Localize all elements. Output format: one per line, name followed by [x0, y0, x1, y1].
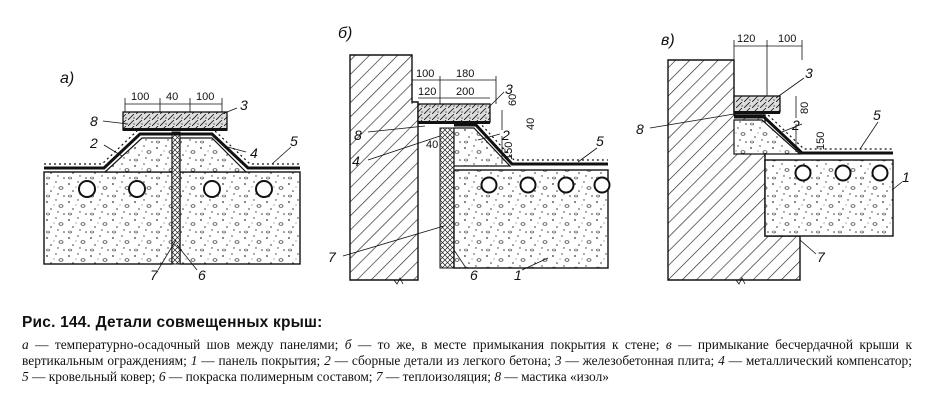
- dim-b-7: 150: [503, 142, 515, 160]
- roofing-layer-c: [734, 115, 893, 155]
- break-mark: [735, 277, 746, 285]
- legend-key: 3: [554, 353, 562, 368]
- legend-key: 7: [375, 369, 383, 384]
- dim-b-6: 40: [525, 118, 537, 130]
- num-c-5: 5: [873, 107, 881, 123]
- legend-text: — покраска полимерным составом;: [165, 369, 376, 384]
- legend-key: б: [344, 337, 352, 352]
- leaders-c: [649, 77, 903, 255]
- legend-key: 4: [718, 353, 725, 368]
- num-a-3: 3: [240, 97, 248, 113]
- hollow-cores-a: [78, 180, 273, 198]
- leaders-a: [102, 107, 292, 271]
- num-b-3: 3: [505, 81, 513, 97]
- num-b-5: 5: [596, 133, 604, 149]
- dim-c-4: 150: [815, 132, 827, 150]
- dim-c-1: 120: [737, 33, 755, 45]
- roof-details-drawing: а) 100 40 100: [43, 25, 910, 285]
- legend-text: — то же, в месте примыкания покрытия к с…: [351, 337, 666, 352]
- dim-c-3: 80: [799, 102, 811, 114]
- num-a-8: 8: [90, 113, 98, 129]
- num-a-7: 7: [150, 267, 159, 283]
- legend-text: — примыкание бесчердачной крыши к вертик…: [22, 337, 912, 368]
- dim-a-1: 100: [131, 91, 149, 103]
- legend-text: — температурно-осадочный шов между панел…: [28, 337, 345, 352]
- roof-panel-left: [43, 171, 173, 265]
- leaders-b: [342, 91, 598, 271]
- break-mark: [393, 277, 404, 285]
- roof-panel-right: [179, 171, 301, 265]
- figure-caption: Рис. 144. Детали совмещенных крыш: а — т…: [22, 314, 912, 385]
- panel-letter-b: б): [338, 25, 352, 42]
- reinforced-slab-c: [733, 95, 781, 113]
- num-c-8: 8: [636, 121, 644, 137]
- legend-key: 2: [324, 353, 331, 368]
- dims-c: [733, 40, 803, 152]
- num-b-8: 8: [354, 127, 362, 143]
- legend-key: 6: [158, 369, 166, 384]
- legend-key: 1: [190, 353, 198, 368]
- seam-insulation: [171, 131, 181, 265]
- panel-letter-a: а): [60, 70, 74, 87]
- num-b-40: 40: [426, 139, 438, 151]
- dim-a-3: 100: [196, 91, 214, 103]
- legend-key: а: [22, 337, 29, 352]
- legend-key: 5: [22, 369, 29, 384]
- lightweight-concrete-part: [179, 137, 248, 173]
- wall-b: [349, 54, 419, 281]
- num-b-2: 2: [501, 127, 510, 143]
- num-c-2: 2: [791, 117, 800, 133]
- legend-text: — теплоизоляция;: [382, 369, 495, 384]
- caption-body: а — температурно-осадочный шов между пан…: [22, 337, 912, 385]
- dim-b-4: 200: [456, 86, 474, 98]
- dim-b-5: 60: [507, 94, 519, 106]
- roofing-layer-b: [454, 123, 608, 166]
- mastic-b: [418, 121, 490, 124]
- num-c-3: 3: [805, 65, 813, 81]
- dims-b: [411, 76, 503, 164]
- num-c-1: 1: [902, 169, 910, 185]
- legend-text: — панель покрытия;: [197, 353, 325, 368]
- mastic-a: [123, 128, 227, 131]
- roofing-layer-a: [44, 132, 300, 170]
- num-a-4: 4: [250, 145, 258, 161]
- reinforced-slab-a: [122, 111, 228, 131]
- num-b-6: 6: [470, 267, 478, 283]
- detail-c: в) 120 100 80 150 3 8 2: [636, 32, 910, 285]
- lightweight-concrete-b: [453, 127, 512, 167]
- legend-text: — металлический компенсатор;: [724, 353, 912, 368]
- legend-text: — мастика «изол»: [501, 369, 609, 384]
- dim-b-3: 120: [418, 86, 436, 98]
- legend-key: 8: [494, 369, 502, 384]
- dim-c-2: 100: [778, 33, 796, 45]
- panel-letter-c: в): [661, 32, 675, 49]
- dims-a: [124, 98, 223, 112]
- dim-b-1: 100: [416, 68, 434, 80]
- caption-title: Рис. 144. Детали совмещенных крыш:: [22, 314, 323, 331]
- num-a-2: 2: [89, 135, 98, 151]
- detail-a: а) 100 40 100: [43, 70, 301, 283]
- num-a-5: 5: [290, 133, 298, 149]
- lightweight-concrete-c: [733, 119, 802, 155]
- num-b-4: 4: [352, 153, 360, 169]
- dim-a-2: 40: [166, 91, 178, 103]
- legend-text: — железобетонная плита;: [561, 353, 719, 368]
- num-c-7: 7: [817, 249, 826, 265]
- lightweight-concrete-part: [103, 137, 173, 173]
- mastic-c: [734, 111, 780, 114]
- reinforced-slab-b: [417, 103, 491, 123]
- hollow-cores-b: [480, 176, 611, 194]
- legend-text: — кровельный ковер;: [28, 369, 159, 384]
- legend-text: — сборные детали из легкого бетона;: [330, 353, 555, 368]
- dim-b-2: 180: [456, 68, 474, 80]
- insulation-b: [439, 127, 455, 269]
- legend-key: в: [665, 337, 672, 352]
- num-b-1: 1: [514, 267, 522, 283]
- detail-b: б) 100 180 120 200 60 40 150: [328, 25, 611, 285]
- hollow-cores-c: [794, 164, 889, 182]
- num-b-7: 7: [328, 249, 337, 265]
- num-a-6: 6: [198, 267, 206, 283]
